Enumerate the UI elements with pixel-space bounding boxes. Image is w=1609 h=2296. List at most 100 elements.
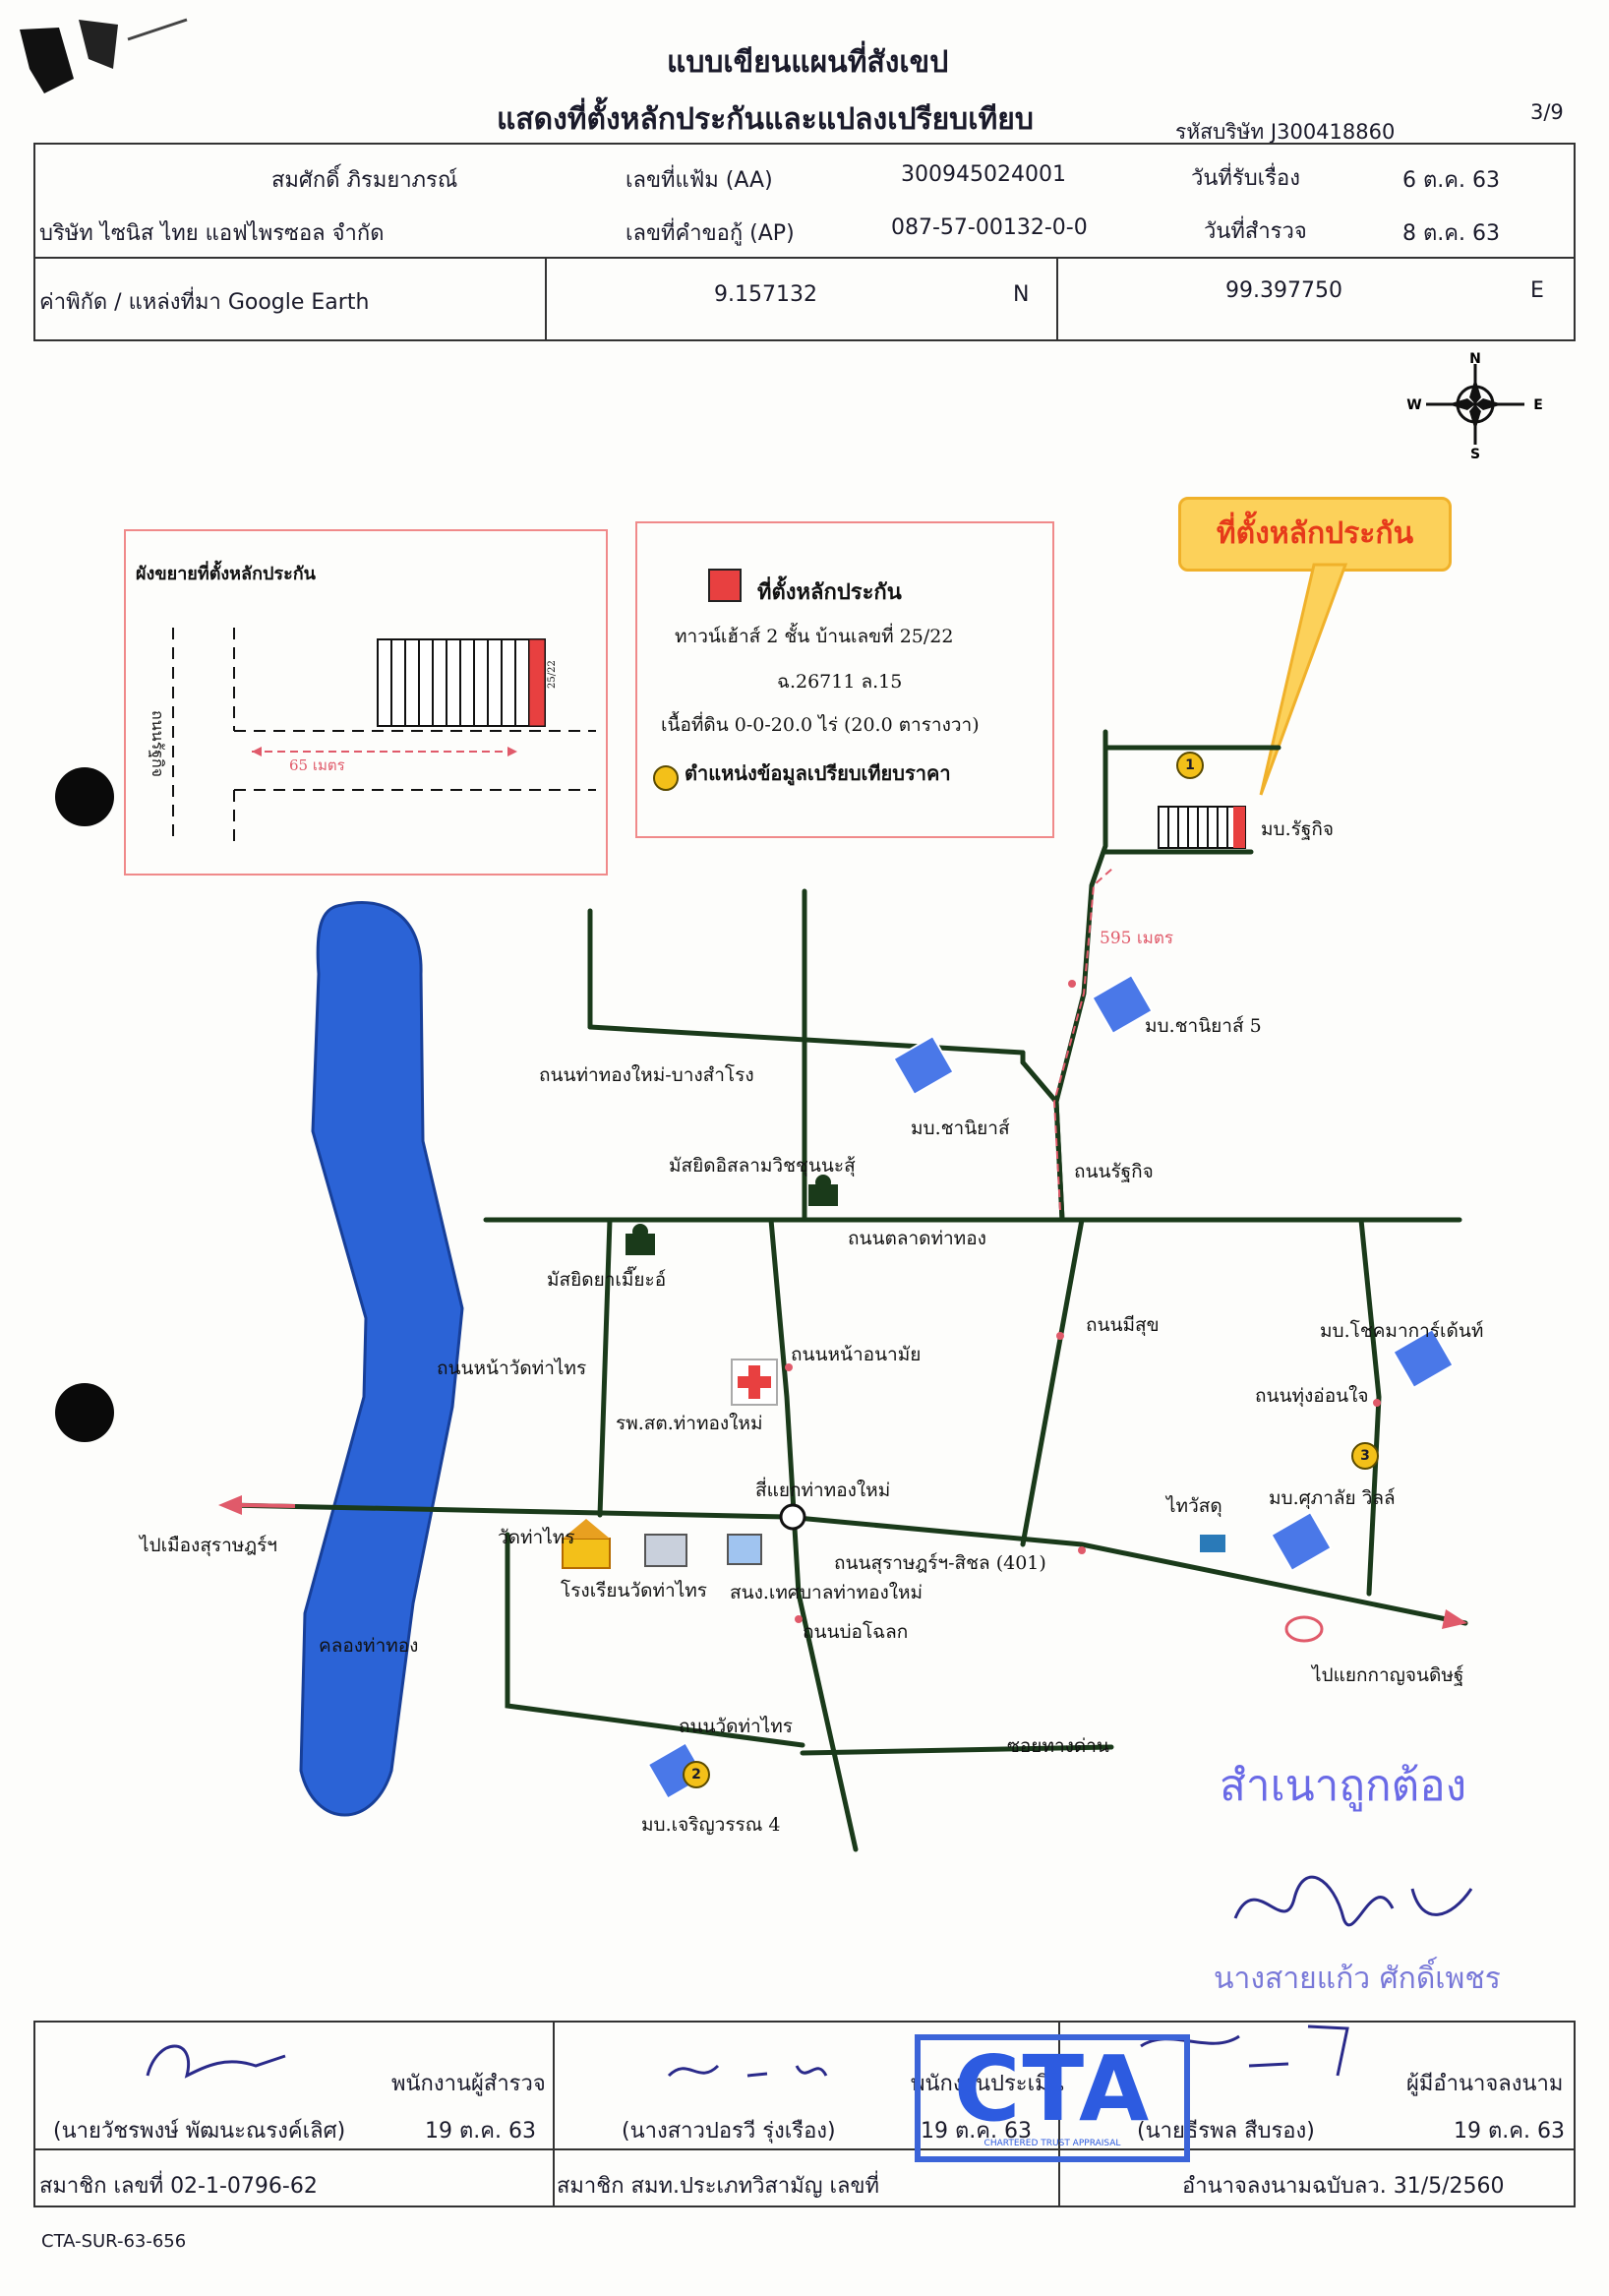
compass-icon: N S W E [1406, 351, 1543, 458]
latitude: 9.157132 [714, 282, 817, 307]
authorized-date: 19 ต.ค. 63 [1454, 2119, 1565, 2144]
inset-title: ผังขยายที่ตั้งหลักประกัน [136, 564, 316, 584]
signature-table: พนักงานผู้สำรวจ (นายวัชรพงษ์ พัฒนะณรงค์เ… [33, 2021, 1576, 2207]
label-road-thung: ถนนทุ่งอ่อนใจ [1255, 1385, 1369, 1407]
survey-date: 8 ต.ค. 63 [1402, 221, 1500, 246]
label-mb-chaniya: มบ.ชานิยาส์ [911, 1118, 1010, 1139]
label-municipality: สนง.เทศบาลท่าทองใหม่ [730, 1582, 924, 1603]
label-road-wat-thasai: ถนนวัดท่าไทร [679, 1716, 793, 1737]
label-school: โรงเรียนวัดท่าไทร [561, 1580, 707, 1601]
compare-marker-3: 3 [1351, 1442, 1379, 1470]
legend-line2: ฉ.26711 ล.15 [777, 671, 903, 693]
label-mosque2: มัสยิดยาเมี๊ยะอ์ [547, 1269, 667, 1291]
label-mb-ratthakit: มบ.รัฐกิจ [1261, 818, 1334, 840]
label-mb-chokmakarn: มบ.โชคมาการ์เด้นท์ [1320, 1320, 1484, 1342]
document-id: CTA-SUR-63-656 [41, 2231, 187, 2252]
label-to-surat: ไปเมืองสุราษฎร์ฯ [140, 1535, 277, 1556]
coord-label: ค่าพิกัด / แหล่งที่มา Google Earth [39, 290, 370, 315]
compass-e: E [1533, 397, 1543, 413]
evaluator-name: (นางสาวปอรวี รุ่งเรือง) [622, 2119, 836, 2144]
label-mb-suksalai: มบ.ศุภาลัย วิลล์ [1269, 1487, 1396, 1509]
authorized-signature [1140, 2024, 1349, 2077]
inset-drawing [172, 628, 596, 844]
title-line1: แบบเขียนแผนที่สังเขป [667, 45, 949, 80]
lon-direction: E [1530, 278, 1544, 303]
certifier-name: นางสายแก้ว ศักดิ์เพชร [1214, 1962, 1501, 1996]
label-road-na-wat: ถนนหน้าวัดท่าไทร [437, 1358, 587, 1379]
page-number: 3/9 [1530, 100, 1564, 124]
evaluator-role: พนักงานประเมิน [911, 2072, 1064, 2096]
label-wat: วัดท่าไทร [498, 1527, 575, 1548]
legend-collateral: ที่ตั้งหลักประกัน [757, 579, 902, 605]
punch-hole [55, 1383, 114, 1442]
owner-name: สมศักดิ์ ภิรมยาภรณ์ [271, 168, 458, 193]
label-road-meesuk: ถนนมีสุข [1086, 1314, 1160, 1336]
label-intersection: สี่แยกท่าทองใหม่ [755, 1480, 891, 1501]
surveyor-date: 19 ต.ค. 63 [425, 2119, 536, 2144]
label-595m: 595 เมตร [1100, 929, 1174, 948]
certified-copy-stamp: สำเนาถูกต้อง [1220, 1761, 1467, 1811]
legend-line1: ทาวน์เฮ้าส์ 2 ชั้น บ้านเลขที่ 25/22 [675, 626, 954, 647]
authority-doc: อำนาจลงนามฉบับลว. 31/5/2560 [1182, 2174, 1505, 2199]
received-date: 6 ต.ค. 63 [1402, 168, 1500, 193]
loan-no: 087-57-00132-0-0 [891, 215, 1088, 240]
label-soi: ซอยทางด่าน [1007, 1735, 1109, 1757]
label-road-talat: ถนนตลาดท่าทอง [848, 1228, 986, 1249]
label-road-thathong-bangsamrong: ถนนท่าทองใหม่-บางสำโรง [539, 1064, 754, 1086]
compare-marker-2: 2 [683, 1761, 710, 1788]
label-road-na-anamai: ถนนหน้าอนามัย [791, 1344, 922, 1365]
evaluator-date: 19 ต.ค. 63 [921, 2119, 1032, 2144]
cta-stamp-small: CHARTERED TRUST APPRAISAL [983, 2139, 1121, 2148]
label-hospital: รพ.สต.ท่าทองใหม่ [616, 1413, 763, 1434]
label-mb-chaniya5: มบ.ชานิยาส์ 5 [1145, 1015, 1262, 1037]
compare-marker-1: 1 [1176, 752, 1204, 779]
divider [545, 257, 547, 339]
inset-plan [124, 529, 608, 876]
received-label: วันที่รับเรื่อง [1191, 166, 1300, 191]
divider [1056, 257, 1058, 339]
label-road-bo: ถนนบ่อโฉลก [803, 1621, 909, 1643]
cta-stamp: CTA CHARTERED TRUST APPRAISAL [915, 2034, 1190, 2162]
punch-hole [55, 767, 114, 826]
lat-direction: N [1013, 282, 1030, 307]
collateral-legend-swatch [708, 569, 742, 602]
authorized-name: (นายธีรพล สืบรอง) [1137, 2119, 1315, 2144]
compass-w: W [1406, 397, 1421, 413]
legend-line3: เนื้อที่ดิน 0-0-20.0 ไร่ (20.0 ตารางวา) [661, 714, 980, 736]
compass-s: S [1470, 447, 1480, 458]
cta-stamp-text: CTA [953, 2036, 1152, 2142]
file-no-label: เลขที่แฟ้ม (AA) [626, 168, 773, 193]
label-mosque1: มัสยิดอิสลามวิชชุนนะสุ้ [669, 1155, 856, 1177]
callout-pointer [1259, 563, 1348, 796]
company-code: รหัสบริษัท J300418860 [1175, 120, 1396, 144]
label-road-ratthakit: ถนนรัฐกิจ [1074, 1161, 1154, 1182]
label-road-surat: ถนนสุราษฎร์ฯ-สิชล (401) [834, 1552, 1046, 1574]
longitude: 99.397750 [1225, 278, 1342, 303]
label-mb-charoen: มบ.เจริญวรรณ 4 [641, 1814, 781, 1836]
loan-no-label: เลขที่คำขอกู้ (AP) [626, 221, 795, 246]
label-to-kanchanadit: ไปแยกกาญจนดิษฐ์ [1312, 1664, 1464, 1686]
certifier-signature [1233, 1875, 1473, 1927]
divider [35, 2148, 1574, 2150]
company-name: บริษัท ไซนิส ไทย แอฟไพรซอล จำกัด [39, 221, 385, 246]
evaluator-signature [667, 2064, 828, 2078]
inset-distance: 65 เมตร [289, 756, 345, 774]
label-thaiwasu: ไทวัสดุ [1166, 1495, 1222, 1517]
divider [1058, 2023, 1060, 2205]
compare-legend-dot [653, 765, 679, 791]
scan-artifact [20, 18, 188, 93]
file-no: 300945024001 [901, 162, 1066, 187]
surveyor-signature [146, 2044, 286, 2079]
legend-compare: ตำแหน่งข้อมูลเปรียบเทียบราคา [685, 761, 951, 785]
divider [35, 257, 1574, 259]
survey-label: วันที่สำรวจ [1204, 219, 1307, 244]
legend-box [635, 521, 1054, 838]
surveyor-name: (นายวัชรพงษ์ พัฒนะณรงค์เลิศ) [53, 2119, 346, 2144]
compass-n: N [1469, 351, 1481, 367]
member-assoc: สมาชิก สมท.ประเภทวิสามัญ เลขที่ [557, 2174, 879, 2199]
divider [553, 2023, 555, 2205]
info-table: สมศักดิ์ ภิรมยาภรณ์ บริษัท ไซนิส ไทย แอฟ… [33, 143, 1576, 341]
title-line2: แสดงที่ตั้งหลักประกันและแปลงเปรียบเทียบ [497, 102, 1034, 137]
surveyor-role: พนักงานผู้สำรวจ [391, 2072, 546, 2096]
